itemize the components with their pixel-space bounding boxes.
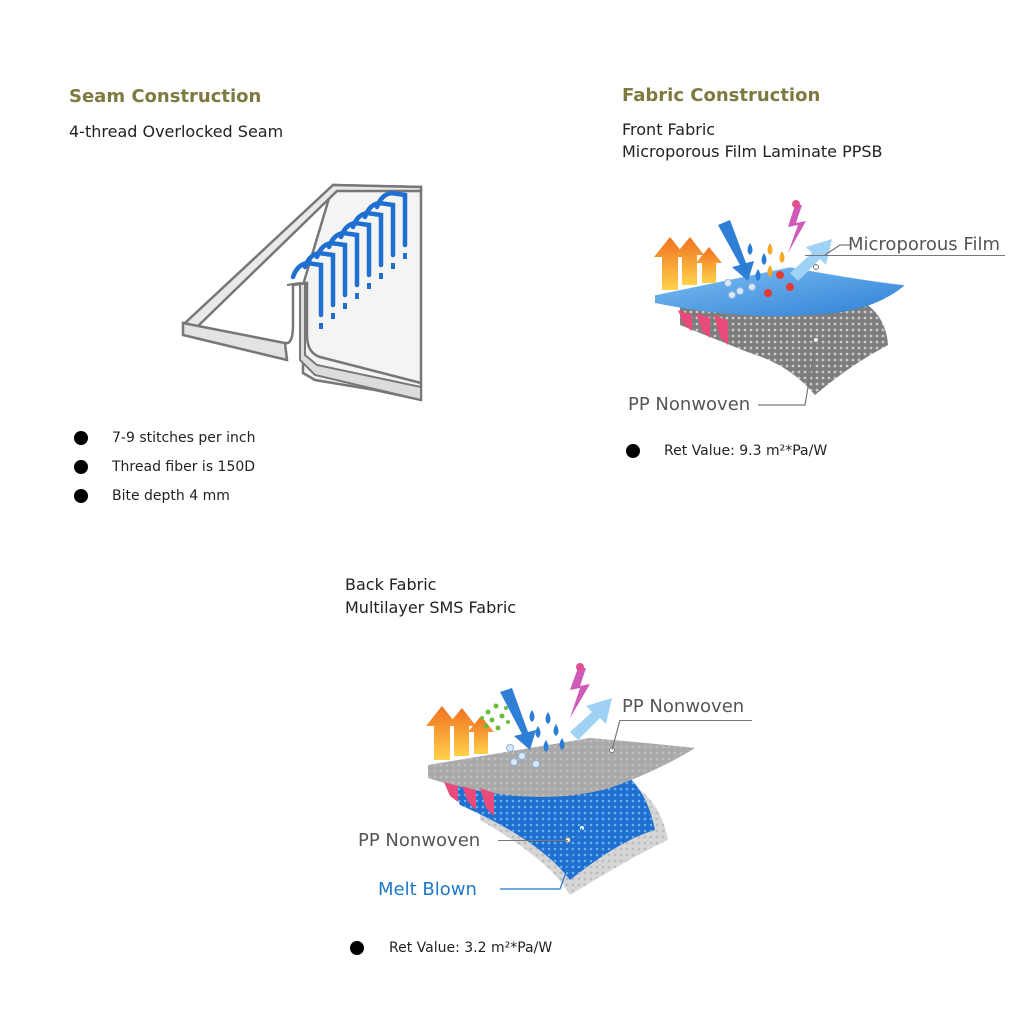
seam-bullet-1: 7-9 stitches per inch — [112, 430, 256, 446]
seam-heading: Seam Construction — [69, 86, 262, 107]
label-microporous-film: Microporous Film — [848, 234, 1000, 255]
leader-line — [805, 255, 1005, 256]
bullet-dot — [626, 444, 640, 458]
back-fabric-title: Back Fabric — [345, 575, 437, 594]
label-pp-nonwoven-top: PP Nonwoven — [622, 696, 745, 717]
label-melt-blown: Melt Blown — [378, 879, 477, 900]
seam-subtitle: 4-thread Overlocked Seam — [69, 122, 284, 141]
seam-bullet-3: Bite depth 4 mm — [112, 488, 230, 504]
label-pp-nonwoven-bottom: PP Nonwoven — [358, 830, 481, 851]
back-fabric-illustration — [426, 663, 695, 895]
leader-line — [498, 840, 568, 841]
seam-bullet-2: Thread fiber is 150D — [112, 459, 256, 475]
seam-illustration — [181, 183, 423, 402]
bullet-dot — [350, 941, 364, 955]
fabric-heading: Fabric Construction — [622, 85, 821, 106]
bullet-dot — [74, 489, 88, 503]
label-pp-nonwoven-front: PP Nonwoven — [628, 394, 751, 415]
front-fabric-illustration — [654, 200, 906, 406]
leader-line — [620, 720, 752, 721]
front-fabric-title: Front Fabric — [622, 120, 716, 139]
bullet-dot — [74, 460, 88, 474]
front-ret-value: Ret Value: 9.3 m²*Pa/W — [664, 443, 828, 459]
bullet-dot — [74, 431, 88, 445]
front-fabric-desc: Microporous Film Laminate PPSB — [622, 142, 883, 161]
back-ret-value: Ret Value: 3.2 m²*Pa/W — [389, 940, 553, 956]
back-fabric-desc: Multilayer SMS Fabric — [345, 598, 517, 617]
